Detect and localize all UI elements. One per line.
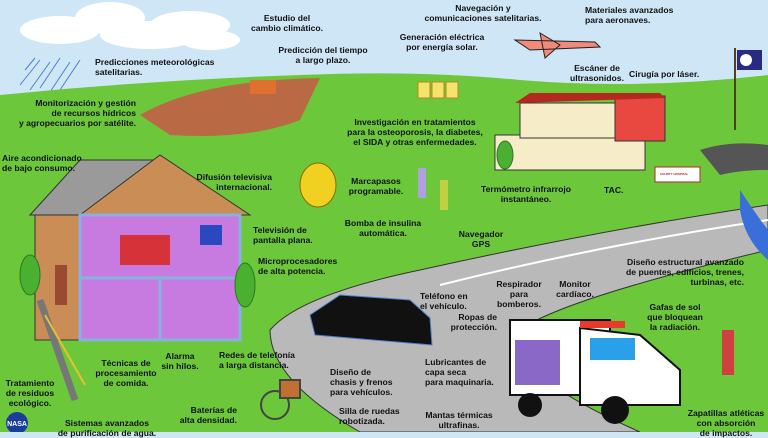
airplane bbox=[513, 31, 602, 59]
hospital-building bbox=[494, 48, 762, 183]
runner bbox=[722, 330, 734, 375]
solar-panels bbox=[417, 81, 459, 99]
trees bbox=[19, 140, 514, 308]
hospital-sign: COUNTY HOSPITAL bbox=[660, 172, 689, 176]
svg-text:NASA: NASA bbox=[7, 421, 27, 428]
nasa-logo: NASA bbox=[6, 412, 28, 432]
harvester bbox=[250, 80, 276, 94]
person bbox=[418, 168, 426, 198]
satellite-dish bbox=[299, 162, 337, 208]
car bbox=[309, 294, 433, 346]
wheelchair bbox=[260, 379, 301, 420]
person bbox=[440, 180, 448, 210]
cloud bbox=[20, 2, 240, 50]
label-ct: TAC. bbox=[604, 185, 624, 195]
rain bbox=[19, 57, 81, 93]
ambulance bbox=[509, 319, 681, 424]
label-laser: Cirugía por láser. bbox=[629, 69, 700, 79]
house bbox=[28, 154, 252, 342]
